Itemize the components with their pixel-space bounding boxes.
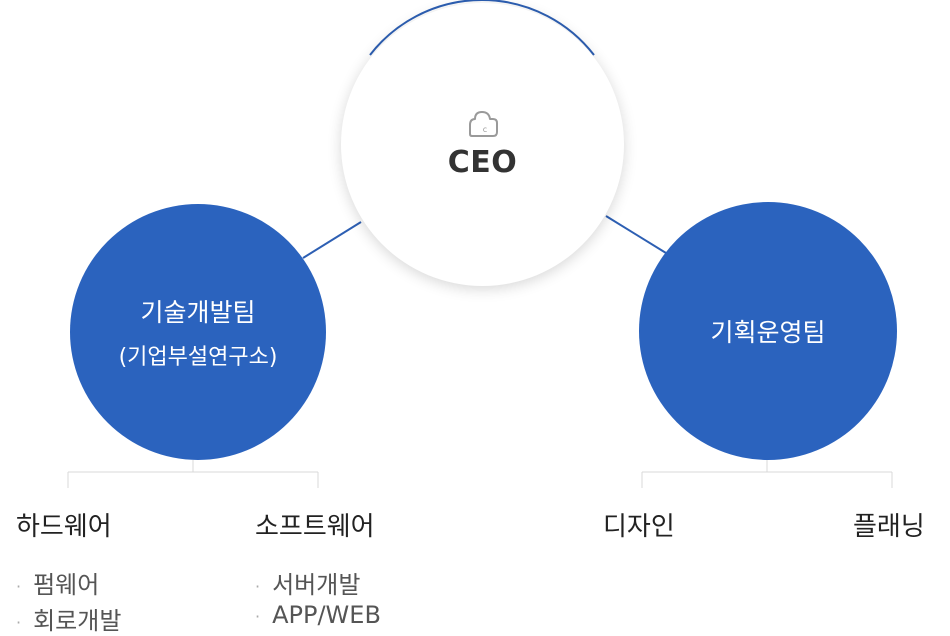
team-subtitle: (기업부설연구소) [118, 345, 278, 370]
connector-ceo-left-team [302, 221, 362, 259]
department-hardware-title: 하드웨어 [16, 512, 112, 542]
department-software-title: 소프트웨어 [255, 512, 375, 542]
bullet-dot-icon: · [255, 606, 261, 626]
list-item: ·펌웨어 [16, 571, 100, 599]
connector-ceo-right-team [605, 215, 667, 254]
team-name: 기술개발팀 [140, 298, 256, 327]
team-node-planning-ops: 기획운영팀 [639, 202, 897, 460]
department-design-title: 디자인 [603, 512, 675, 542]
list-item: ·APP/WEB [255, 601, 381, 629]
left-team-bracket [67, 460, 319, 488]
bullet-dot-icon: · [16, 576, 22, 596]
list-item: ·회로개발 [16, 607, 122, 635]
right-team-bracket [641, 460, 893, 488]
ceo-node: c CEO [341, 3, 624, 286]
bullet-dot-icon: · [16, 612, 22, 632]
team-node-tech-dev: 기술개발팀 (기업부설연구소) [70, 204, 326, 460]
ceo-title: CEO [447, 145, 518, 180]
cloud-c-icon: c [468, 111, 498, 137]
list-item: ·서버개발 [255, 571, 361, 599]
bullet-dot-icon: · [255, 576, 261, 596]
team-name: 기획운영팀 [710, 318, 826, 347]
svg-text:c: c [482, 125, 486, 134]
ceo-top-arc [369, 0, 595, 56]
department-planning-title: 플래닝 [853, 512, 925, 542]
